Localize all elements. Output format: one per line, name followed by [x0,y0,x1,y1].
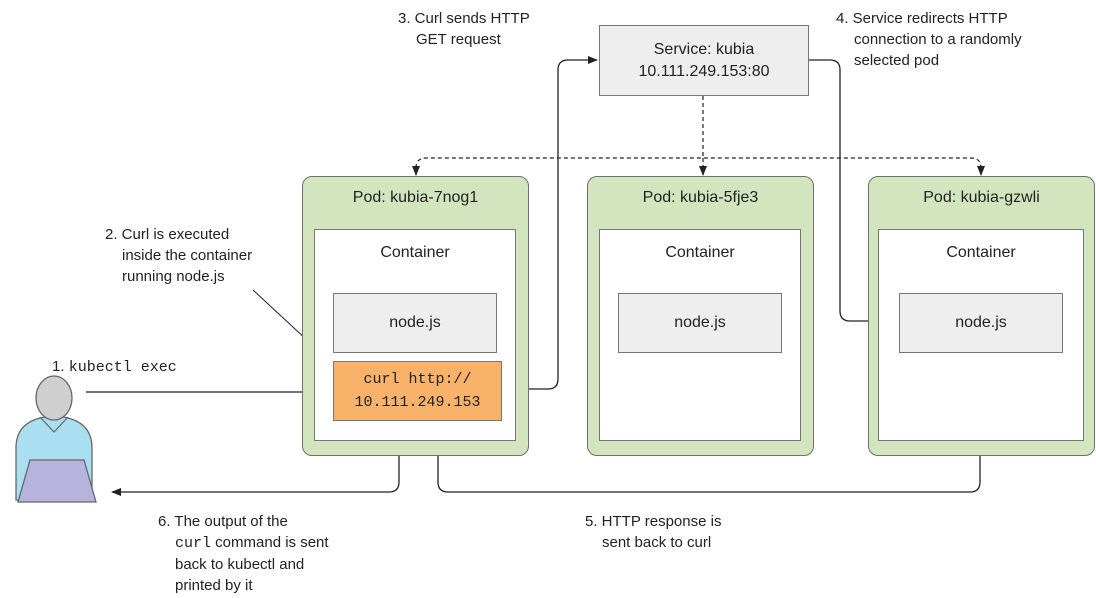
curl-line-1: curl http:// [363,371,472,388]
container-box: Container node.js [878,229,1084,441]
response-arrow [434,352,981,493]
step-2-line-2: inside the container [122,247,253,264]
step-6-line-3: back to kubectl and [175,556,305,573]
step-3-line-1: 3. Curl sends HTTP [398,10,530,27]
step-1-number: 1. [52,358,65,375]
step-2-label: 2. Curl is executed inside the container… [105,224,252,287]
step-5-line-1: 5. HTTP response is [585,513,722,530]
service-address: 10.111.249.153:80 [638,62,770,80]
nodejs-box: node.js [899,293,1063,353]
step-4-line-2: connection to a randomly [854,31,1022,48]
step-5-label: 5. HTTP response is sent back to curl [585,511,721,553]
service-box: Service: kubia 10.111.249.153:80 [599,25,809,96]
nodejs-box: node.js [333,293,497,353]
pod-kubia-5fje3: Pod: kubia-5fje3 Container node.js [587,176,814,456]
step-6-label: 6. The output of the curl command is sen… [158,511,329,596]
pod-title: Pod: kubia-5fje3 [642,189,759,206]
container-label: Container [946,244,1016,261]
step-4-label: 4. Service redirects HTTP connection to … [836,8,1022,71]
output-arrow [111,422,400,496]
pod-kubia-gzwli: Pod: kubia-gzwli Container node.js [868,176,1095,456]
step-6-line-2-text: command is sent [211,534,329,551]
curl-line-2: 10.111.249.153 [354,394,481,411]
nodejs-box: node.js [618,293,782,353]
step-3-line-2: GET request [416,31,501,48]
step-1-command: kubectl exec [68,359,177,376]
step-6-line-4: printed by it [175,577,253,594]
curl-command-box: curl http:// 10.111.249.153 [333,361,502,421]
service-name: Service: kubia [653,40,755,58]
step-6-code: curl [175,535,212,552]
get-request-arrow [502,56,598,390]
service-dashed-branch [415,157,982,169]
step-3-label: 3. Curl sends HTTP GET request [398,8,530,50]
container-label: Container [380,244,450,261]
step-6-line-2: curl command is sent [158,532,329,554]
user-icon [15,375,97,503]
step-4-line-3: selected pod [854,52,940,69]
step-4-line-1: 4. Service redirects HTTP [836,10,1008,27]
step-5-line-2: sent back to curl [602,534,712,551]
redirect-arrow [809,59,895,325]
pod-title: Pod: kubia-7nog1 [352,189,479,206]
container-box: Container node.js [599,229,801,441]
step-2-line-3: running node.js [122,268,225,285]
step-6-line-1: 6. The output of the [158,513,288,530]
step-1-label: 1. kubectl exec [52,356,177,378]
step-2-line-1: 2. Curl is executed [105,226,230,243]
container-label: Container [665,244,735,261]
pod-title: Pod: kubia-gzwli [923,189,1040,206]
